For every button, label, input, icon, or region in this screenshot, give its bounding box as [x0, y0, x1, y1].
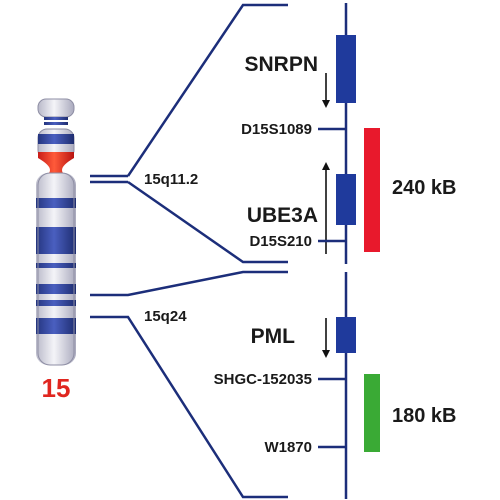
band — [36, 318, 76, 334]
band — [36, 198, 76, 208]
gene-label-snrpn: SNRPN — [244, 53, 318, 76]
snrpn-gene-box — [336, 35, 356, 103]
marker-label-d15s210: D15S210 — [249, 233, 312, 250]
band-label-15q24: 15q24 — [144, 308, 187, 325]
upper-region-map: SNRPN D15S1089 UBE3A D15S210 240 kB — [241, 3, 457, 264]
p-arm — [37, 98, 75, 118]
ube3a-strand-arrow-icon — [322, 162, 330, 254]
marker-label-w1870: W1870 — [264, 439, 312, 456]
gene-label-ube3a: UBE3A — [247, 204, 318, 227]
marker-label-shgc-152035: SHGC-152035 — [214, 371, 312, 388]
stalk-band — [44, 122, 68, 125]
span-bar-240kb — [364, 128, 380, 252]
span-bar-180kb — [364, 374, 380, 452]
stalk-band — [44, 117, 68, 120]
band — [38, 134, 74, 144]
span-label-180kb: 180 kB — [392, 405, 457, 427]
ube3a-gene-box — [336, 174, 356, 225]
band — [36, 300, 76, 306]
chromosome-number: 15 — [42, 373, 71, 403]
marker-label-d15s1089: D15S1089 — [241, 121, 312, 138]
pml-gene-box — [336, 317, 356, 353]
band-label-15q11-2: 15q11.2 — [144, 171, 198, 188]
band — [36, 284, 76, 294]
chromosome-ideogram: 15 — [36, 98, 76, 403]
zoom-connectors: 15q11.2 15q24 — [90, 3, 288, 499]
gene-label-pml: PML — [251, 325, 296, 348]
band — [36, 227, 76, 254]
pml-strand-arrow-icon — [322, 318, 330, 358]
snrpn-strand-arrow-icon — [322, 73, 330, 108]
span-label-240kb: 240 kB — [392, 177, 457, 199]
lower-region-map: PML SHGC-152035 W1870 180 kB — [214, 272, 457, 499]
band — [36, 263, 76, 268]
